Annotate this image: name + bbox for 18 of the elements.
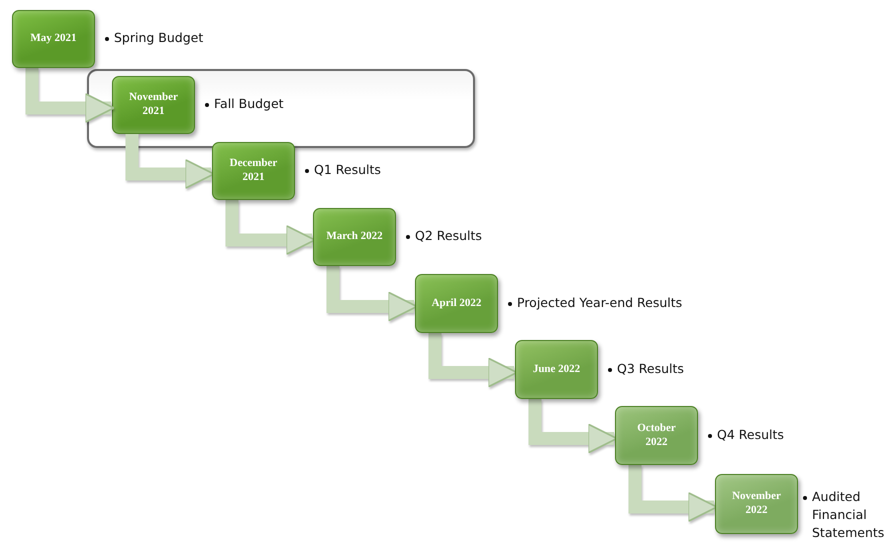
bent-arrow [26, 68, 115, 124]
date-box: April 2022 [415, 274, 498, 333]
bullet-text: Q3 Results [617, 360, 684, 378]
date-box: June 2022 [515, 340, 598, 399]
date-box: December 2021 [212, 142, 295, 200]
bullet-text: Projected Year-end Results [517, 294, 682, 312]
bullet-text: Q4 Results [717, 426, 784, 444]
date-box: October 2022 [615, 406, 698, 465]
bullet-text: Audited Financial Statements [812, 488, 885, 542]
date-box: March 2022 [313, 208, 396, 266]
bullet-text: Fall Budget [214, 95, 284, 113]
bullet-text: Spring Budget [114, 29, 204, 47]
date-box: November 2022 [715, 474, 798, 534]
highlight-frame [87, 69, 475, 148]
date-box: November 2021 [112, 76, 195, 134]
bullet-text: Q2 Results [415, 227, 482, 245]
date-box: May 2021 [12, 10, 95, 68]
bullet-text: Q1 Results [314, 161, 381, 179]
